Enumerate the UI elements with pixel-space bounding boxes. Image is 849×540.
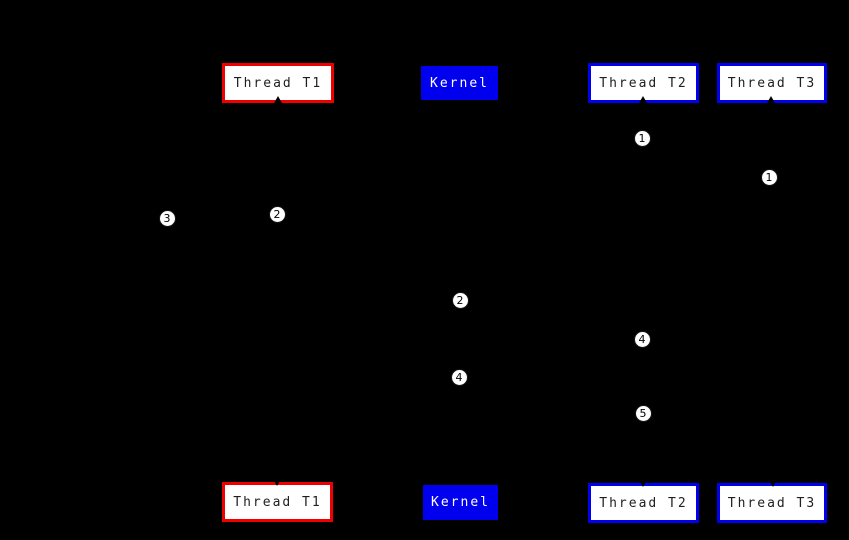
arrowhead-notch-t3-bottom [769,480,777,487]
arrowhead-notch-t1-bottom [273,479,281,486]
step-marker-1: 1 [760,168,778,186]
kernel-box-bottom: Kernel [423,485,498,520]
step-marker-2: 2 [268,205,286,223]
thread-t2-label-bottom: Thread T2 [599,495,688,511]
thread-t3-box-bottom: Thread T3 [717,483,827,523]
kernel-label-top: Kernel [430,75,489,91]
kernel-box-top: Kernel [421,66,498,100]
lifeline-notch-t2-top [639,96,647,103]
thread-t3-label-top: Thread T3 [727,75,817,91]
step-marker-1: 1 [633,129,651,147]
lifeline-notch-t3-top [767,96,775,103]
kernel-label-bottom: Kernel [431,495,490,510]
thread-t1-label-bottom: Thread T1 [233,494,322,510]
step-marker-5: 5 [634,404,652,422]
step-marker-4: 4 [450,368,468,386]
step-marker-2: 2 [451,291,469,309]
step-marker-4: 4 [633,330,651,348]
thread-t2-label-top: Thread T2 [599,75,688,91]
step-marker-3: 3 [158,209,176,227]
lifeline-notch-t1-top [274,96,282,103]
thread-t3-label-bottom: Thread T3 [727,495,817,511]
arrowhead-notch-t2-bottom [639,480,647,487]
thread-t1-label-top: Thread T1 [233,75,323,91]
thread-t2-box-bottom: Thread T2 [588,483,699,523]
thread-t1-box-bottom: Thread T1 [222,482,333,522]
